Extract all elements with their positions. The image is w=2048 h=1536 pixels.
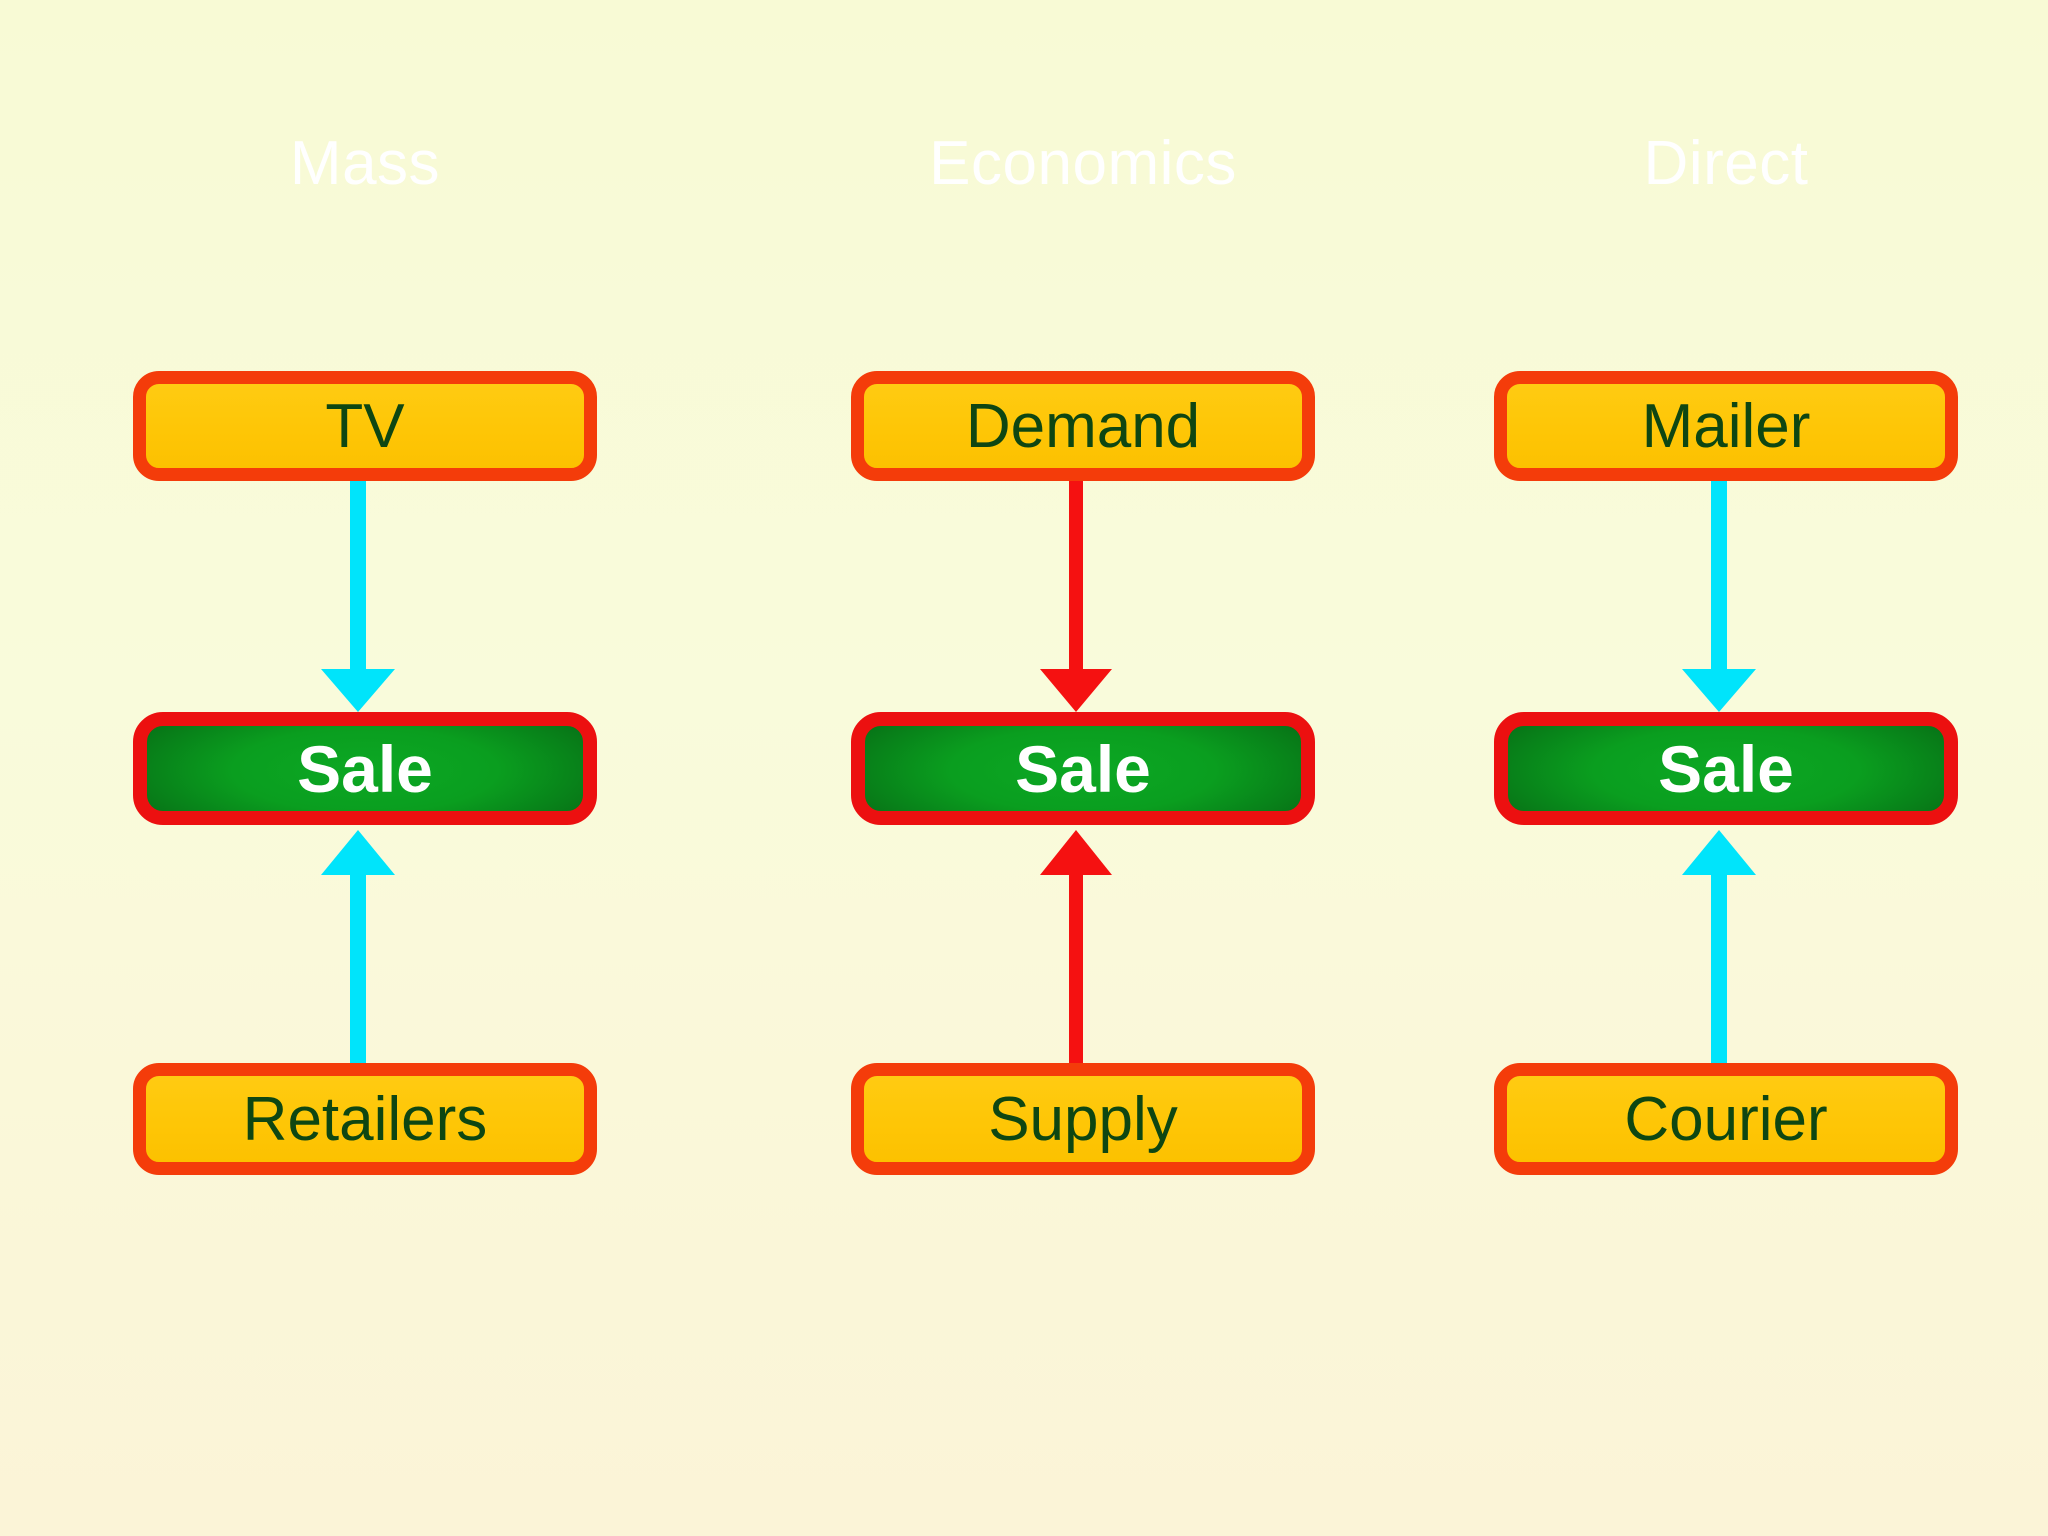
down-arrow-icon [321, 481, 395, 712]
node-courier: Courier [1494, 1063, 1958, 1175]
down-arrow-icon [1040, 481, 1112, 712]
node-demand: Demand [851, 371, 1315, 481]
node-retailers: Retailers [133, 1063, 597, 1175]
column-header-mass: Mass [289, 129, 441, 198]
node-mailer: Mailer [1494, 371, 1958, 481]
column-mass: Mass TV Sale Retailers [133, 0, 597, 1536]
node-sale-direct: Sale [1494, 712, 1958, 825]
down-arrow-icon [1682, 481, 1756, 712]
up-arrow-icon [1040, 830, 1112, 1063]
column-header-direct: Direct [1643, 129, 1809, 198]
column-header-economics: Economics [929, 129, 1237, 198]
node-sale-mass: Sale [133, 712, 597, 825]
column-direct: Direct Mailer Sale Courier [1494, 0, 1958, 1536]
up-arrow-icon [1682, 830, 1756, 1063]
column-economics: Economics Demand Sale Supply [851, 0, 1315, 1536]
node-supply: Supply [851, 1063, 1315, 1175]
up-arrow-icon [321, 830, 395, 1063]
node-sale-economics: Sale [851, 712, 1315, 825]
node-tv: TV [133, 371, 597, 481]
